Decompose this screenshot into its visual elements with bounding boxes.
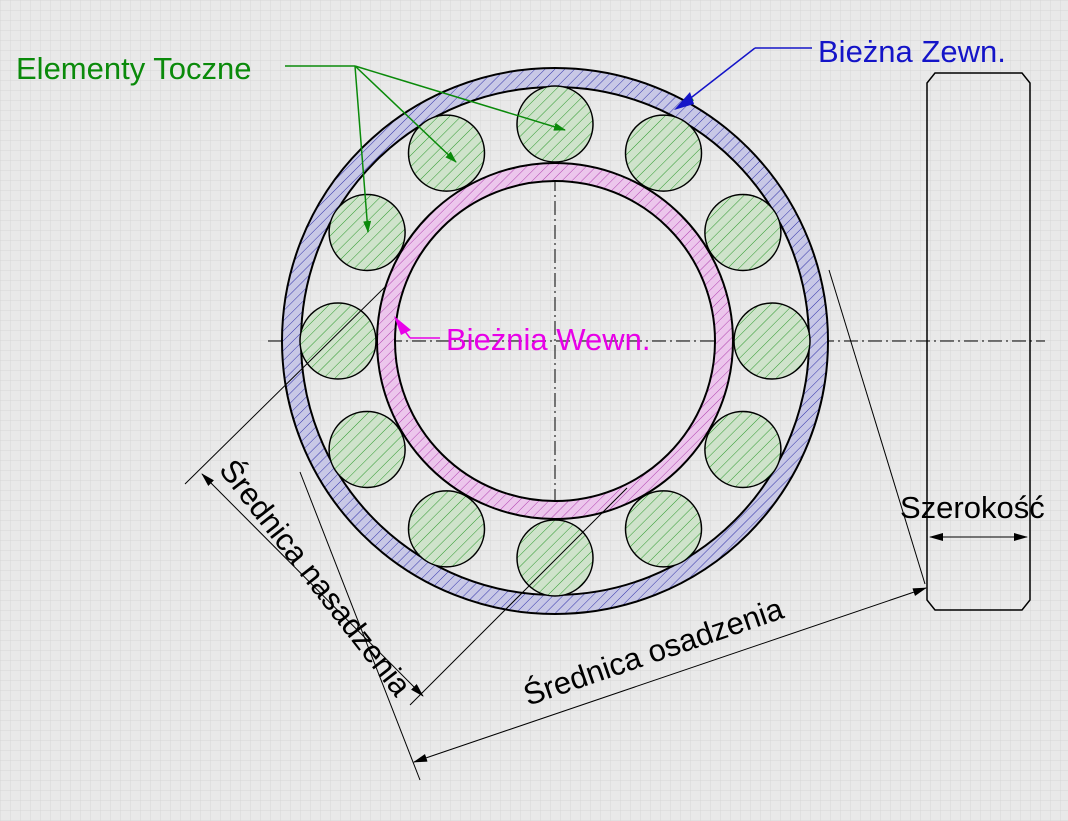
bore-diameter-dimension (184, 286, 628, 706)
rolling-element-ball (516, 519, 594, 597)
rolling-element-ball (299, 302, 377, 380)
width-label: Szerokość (900, 490, 1045, 525)
rolling-elements-leader (285, 65, 566, 233)
rolling-element-ball (328, 410, 406, 489)
rolling-element-ball (624, 490, 703, 568)
inner-race-ring (376, 161, 734, 521)
inner-race-leader (394, 316, 440, 339)
rolling-element-ball (704, 193, 782, 272)
outer-race-label: Bieżna Zewn. (818, 34, 1006, 69)
rolling-elements-label: Elementy Toczne (16, 51, 252, 86)
rolling-element-ball (624, 114, 703, 192)
outer-race-leader (674, 47, 812, 110)
inner-race-label: Bieżnia Wewn. (446, 322, 650, 357)
bearing-side-view (926, 72, 1031, 611)
rolling-element-ball (407, 490, 486, 568)
rolling-element-ball (328, 193, 406, 272)
rolling-element-ball (733, 302, 811, 380)
rolling-element-ball (704, 410, 782, 489)
rolling-element-ball (516, 85, 594, 163)
